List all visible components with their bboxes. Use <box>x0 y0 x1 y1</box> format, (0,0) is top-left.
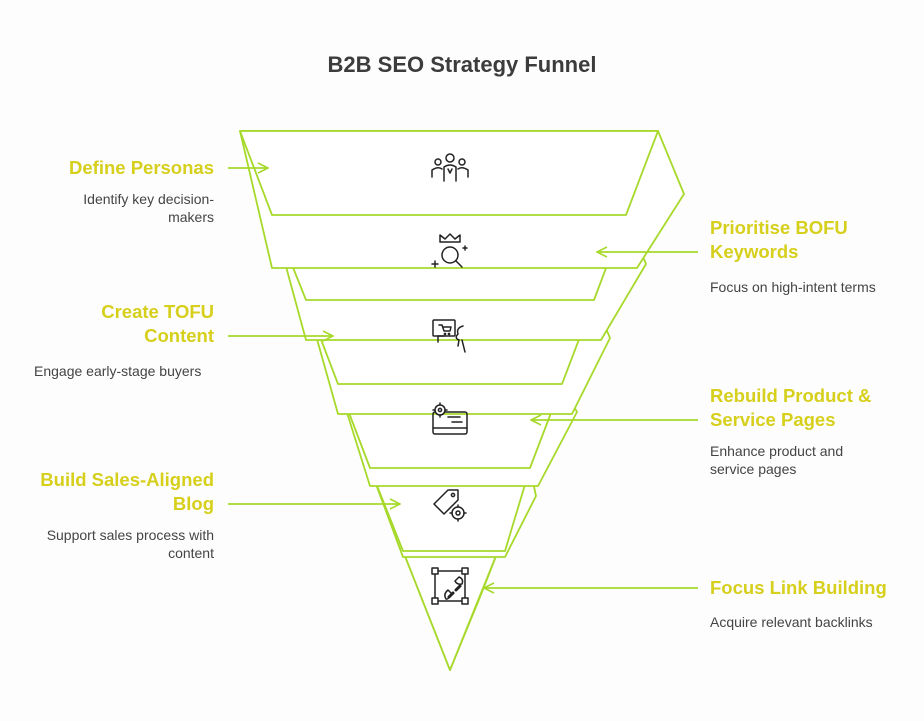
stage-2-title: Prioritise BOFU Keywords <box>710 217 848 262</box>
stage-4-title: Rebuild Product & Service Pages <box>710 385 872 430</box>
stage-6-title: Focus Link Building <box>710 577 887 598</box>
keyword-crown-search-icon <box>431 233 468 268</box>
stage-1-title: Define Personas <box>69 157 214 178</box>
page-settings-icon <box>432 402 468 435</box>
stage-4-description: Enhance product and service pages <box>710 443 844 477</box>
tag-gear-icon <box>433 489 467 522</box>
stage-5-description: Support sales process with content <box>46 527 214 561</box>
stage-5-title: Build Sales-Aligned Blog <box>40 469 214 514</box>
stage-2-description: Focus on high-intent terms <box>710 279 876 295</box>
stage-6-description: Acquire relevant backlinks <box>710 614 873 630</box>
link-frame-icon <box>431 567 469 605</box>
stage-3-title: Create TOFU Content <box>101 301 214 346</box>
content-cart-icon <box>432 319 466 353</box>
funnel-stage-6-band <box>402 550 499 671</box>
diagram-title: B2B SEO Strategy Funnel <box>327 52 597 77</box>
team-persona-icon <box>431 153 469 182</box>
stage-1-description: Identify key decision-makers <box>83 191 214 225</box>
stage-3-description: Engage early-stage buyers <box>34 363 202 379</box>
funnel-stage-1-band <box>239 130 685 269</box>
